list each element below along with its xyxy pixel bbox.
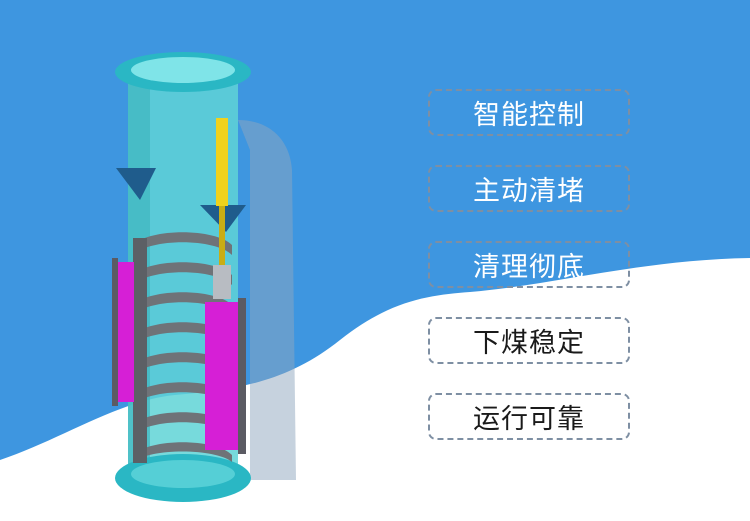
- left-bracket: [116, 168, 156, 200]
- left-panel-frame: [112, 258, 118, 406]
- rod-connector: [213, 265, 231, 299]
- yellow-rod: [216, 118, 228, 206]
- right-panel-frame: [238, 298, 246, 454]
- feature-stable-coal-feed: 下煤稳定: [428, 317, 630, 364]
- yellow-rod-lower: [219, 206, 225, 266]
- coal-hopper-cleaner-device-icon: [112, 52, 296, 502]
- right-magenta-panel: [205, 302, 239, 450]
- bottom-flange-inner: [131, 460, 235, 488]
- top-flange-hole: [131, 57, 235, 83]
- feature-thorough-cleaning: 清理彻底: [428, 241, 630, 288]
- feature-active-unclogging: 主动清堵: [428, 165, 630, 212]
- left-magenta-panel: [118, 262, 134, 402]
- feature-reliable-operation: 运行可靠: [428, 393, 630, 440]
- device-shadow: [238, 120, 296, 480]
- feature-intelligent-control: 智能控制: [428, 89, 630, 136]
